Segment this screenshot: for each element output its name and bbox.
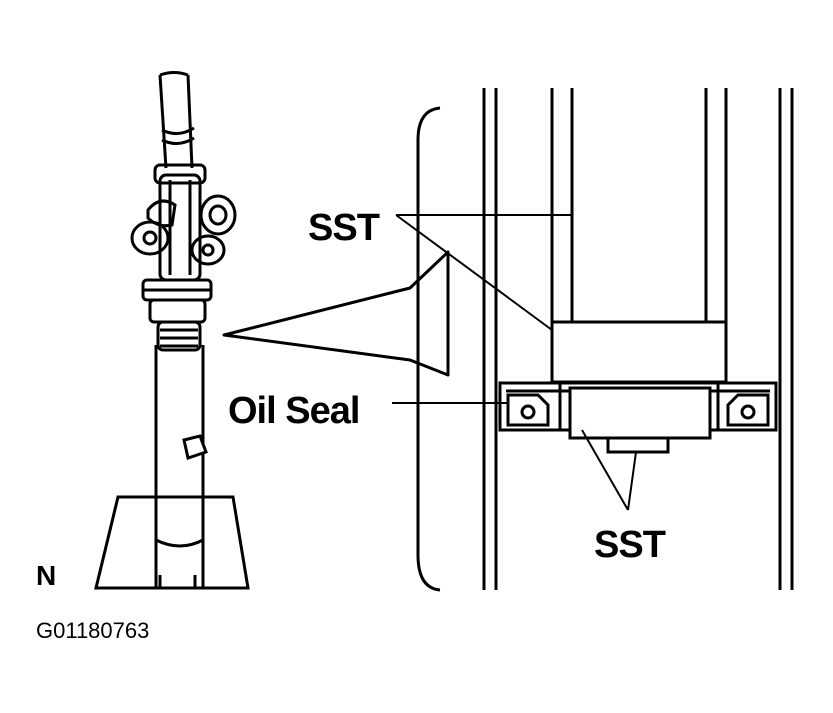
upper-rod	[158, 71, 195, 169]
tube-bracket	[182, 434, 208, 460]
leader-sst-bottom-1	[581, 429, 629, 511]
figure-code: G01180763	[36, 618, 149, 643]
outer-tube	[154, 345, 205, 588]
upper-fittings	[130, 163, 237, 282]
label-oil-seal: Oil Seal	[228, 390, 359, 432]
sst-lower-block	[568, 386, 712, 440]
label-sst-top: SST	[308, 207, 380, 249]
seal-area	[141, 278, 213, 352]
label-orientation: N	[36, 560, 56, 591]
leader-sst-bottom-2	[627, 451, 637, 511]
base-stand	[94, 495, 250, 590]
detail-bracket	[416, 106, 441, 592]
leader-sst-top-2	[395, 214, 553, 331]
sst-bottom-plug	[606, 436, 670, 454]
label-sst-bottom: SST	[594, 524, 666, 566]
shock-absorber-overview	[94, 71, 250, 590]
sst-upper-block	[550, 320, 728, 384]
detail-view	[392, 88, 794, 590]
oil-seal-left	[506, 393, 550, 427]
callout-wedge	[222, 250, 450, 377]
oil-seal-right	[726, 393, 770, 427]
